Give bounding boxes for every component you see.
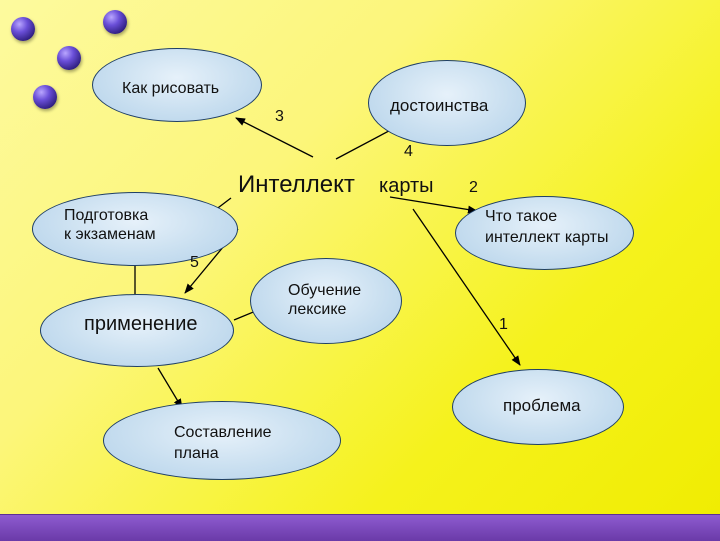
number-4: 4 xyxy=(404,143,413,160)
node-sostavlenie xyxy=(103,401,341,480)
number-3: 3 xyxy=(275,108,284,125)
decorative-bead xyxy=(57,46,81,70)
node-sostavlenie-line2: плана xyxy=(174,445,219,462)
node-podgotovka-line1: Подготовка xyxy=(64,207,149,224)
node-problema xyxy=(452,369,624,445)
node-chto-takoe xyxy=(455,196,634,270)
center-title-part2: карты xyxy=(379,175,434,197)
arrow-to-chto-takoe xyxy=(389,196,478,214)
node-obuchenie-line1: Обучение xyxy=(288,282,362,299)
node-chto-takoe-line1: Что такое xyxy=(485,208,558,225)
decorative-bead xyxy=(103,10,127,34)
node-dostoinstva xyxy=(368,60,526,146)
node-chto-takoe-line2: интеллект карты xyxy=(485,229,609,246)
number-1: 1 xyxy=(499,316,508,333)
node-podgotovka-line2: к экзаменам xyxy=(64,226,156,243)
decorative-bead xyxy=(33,85,57,109)
node-kak-risovat xyxy=(92,48,262,122)
bottom-decorative-bar xyxy=(0,514,720,541)
node-kak-risovat-label: Как рисовать xyxy=(122,80,220,97)
arrow-primenenie-to-sostavlenie xyxy=(157,367,183,409)
arrow-to-kak-risovat xyxy=(235,117,314,158)
node-podgotovka xyxy=(32,192,238,266)
center-title-part1: Интеллект xyxy=(238,171,355,198)
number-5: 5 xyxy=(190,254,199,271)
node-sostavlenie-line1: Составление xyxy=(174,424,272,441)
node-obuchenie xyxy=(250,258,402,344)
node-problema-label: проблема xyxy=(503,396,581,415)
node-dostoinstva-label: достоинства xyxy=(390,96,489,115)
node-primenenie xyxy=(40,294,234,367)
arrow-to-problema xyxy=(412,208,521,366)
decorative-bead xyxy=(11,17,35,41)
node-obuchenie-line2: лексике xyxy=(288,301,347,318)
node-primenenie-label: применение xyxy=(84,313,198,335)
number-2: 2 xyxy=(469,179,478,196)
